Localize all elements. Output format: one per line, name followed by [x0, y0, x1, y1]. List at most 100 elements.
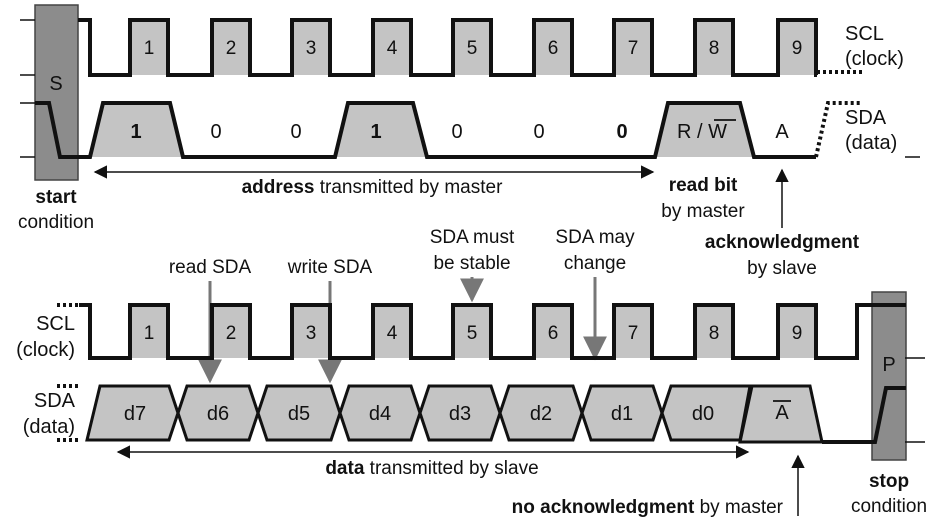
address-bit: 1 — [130, 121, 141, 143]
sda-stop-trace — [822, 386, 906, 444]
stop-caption-sub: condition — [851, 496, 927, 517]
change-note-sub: change — [564, 253, 626, 274]
clock-bit-number: 8 — [709, 323, 720, 344]
scl-pulse — [534, 305, 572, 358]
nack-caption: no acknowledgment by master — [512, 497, 784, 518]
scl-pulse — [373, 20, 411, 75]
data-bit-cell — [256, 384, 342, 442]
data-bit-cell — [580, 384, 664, 442]
data-bit-cell — [498, 384, 584, 442]
address-bit: 0 — [616, 121, 627, 143]
clock-bit-number: 1 — [144, 323, 155, 344]
scl-pulse — [695, 20, 733, 75]
data-bit-cell — [338, 384, 422, 442]
sda-pulses — [90, 103, 754, 157]
clock-bit-number: 2 — [226, 323, 237, 344]
scl-pulses — [130, 305, 816, 358]
clock-bit-number: 4 — [387, 323, 398, 344]
data-bit-label: d3 — [449, 403, 471, 425]
ack-bit-label: A — [775, 121, 789, 143]
ack-caption: acknowledgment — [705, 232, 860, 253]
data-bit-label: d2 — [530, 403, 552, 425]
sda-high-region — [335, 103, 427, 157]
data-bit-label: d7 — [124, 403, 146, 425]
sda-sub-label: (data) — [23, 416, 75, 438]
clock-bit-number: 7 — [628, 323, 639, 344]
read-bit-caption: read bit — [669, 175, 738, 196]
address-bit: 0 — [290, 121, 301, 143]
rw-bit-label: R / W — [677, 121, 727, 143]
data-caption: data transmitted by slave — [325, 458, 538, 479]
clock-bit-number: 7 — [628, 38, 639, 59]
address-bit: 0 — [210, 121, 221, 143]
clock-bit-number: 3 — [306, 38, 317, 59]
data-bit-cell — [418, 384, 502, 442]
scl-pulse — [453, 305, 491, 358]
clock-bit-number: 5 — [467, 323, 478, 344]
ack-caption-sub: by slave — [747, 258, 817, 279]
scl-label: SCL — [36, 313, 75, 335]
stop-caption: stop — [869, 471, 909, 492]
data-bit-label: d6 — [207, 403, 229, 425]
data-bit-label: d5 — [288, 403, 310, 425]
scl-pulse — [130, 20, 168, 75]
start-caption: start — [35, 187, 77, 208]
clock-bit-number: 9 — [792, 323, 803, 344]
scl-pulse — [130, 305, 168, 358]
scl-label: SCL — [845, 23, 884, 45]
scl-pulse — [292, 20, 330, 75]
scl-trace — [79, 303, 906, 360]
scl-pulse — [695, 305, 733, 358]
stable-note-sub: be stable — [433, 253, 510, 274]
scl-pulse — [778, 20, 816, 75]
clock-bit-number: 6 — [548, 323, 559, 344]
sda-label: SDA — [845, 107, 887, 129]
clock-bit-number: 6 — [548, 38, 559, 59]
clock-bit-number: 1 — [144, 38, 155, 59]
sda-continuation — [814, 101, 862, 158]
address-bit: 0 — [533, 121, 544, 143]
data-bit-cell — [660, 384, 752, 442]
start-box-label: S — [49, 73, 62, 95]
clock-bit-number: 5 — [467, 38, 478, 59]
start-caption-sub: condition — [18, 212, 94, 233]
start-condition-box — [34, 4, 79, 181]
scl-pulse — [614, 20, 652, 75]
clock-bit-number: 9 — [792, 38, 803, 59]
data-bit-cell — [85, 384, 180, 442]
address-bit: 1 — [370, 121, 381, 143]
change-note: SDA may — [555, 227, 635, 248]
sda-sub-label: (data) — [845, 132, 897, 154]
clock-bit-numbers: 1 2 3 4 5 6 7 8 9 — [144, 38, 803, 59]
read-bit-caption-sub: by master — [661, 201, 745, 222]
clock-bit-number: 8 — [709, 38, 720, 59]
clock-bit-number: 2 — [226, 38, 237, 59]
scl-pulse — [614, 305, 652, 358]
scl-sub-label: (clock) — [845, 48, 904, 70]
address-caption: address transmitted by master — [242, 177, 503, 198]
data-bit-label: d1 — [611, 403, 633, 425]
data-bit-cell — [176, 384, 260, 442]
write-sda-note: write SDA — [287, 257, 373, 278]
clock-bit-number: 4 — [387, 38, 398, 59]
data-bit-label: d4 — [369, 403, 391, 425]
scl-pulse — [778, 305, 816, 358]
stop-box-label: P — [882, 354, 895, 376]
stable-note: SDA must — [430, 227, 515, 248]
scl-pulse — [292, 305, 330, 358]
scl-trace — [78, 18, 818, 77]
scl-pulse — [453, 20, 491, 75]
sda-high-region — [90, 103, 183, 157]
rw-region — [655, 103, 754, 157]
data-frame: read SDA write SDA SDA must be stable SD… — [16, 227, 927, 518]
scl-pulses — [130, 20, 816, 75]
read-sda-note: read SDA — [169, 257, 252, 278]
nack-bit-label: A — [775, 402, 789, 424]
scl-sub-label: (clock) — [16, 339, 75, 361]
sda-trace — [35, 101, 816, 159]
